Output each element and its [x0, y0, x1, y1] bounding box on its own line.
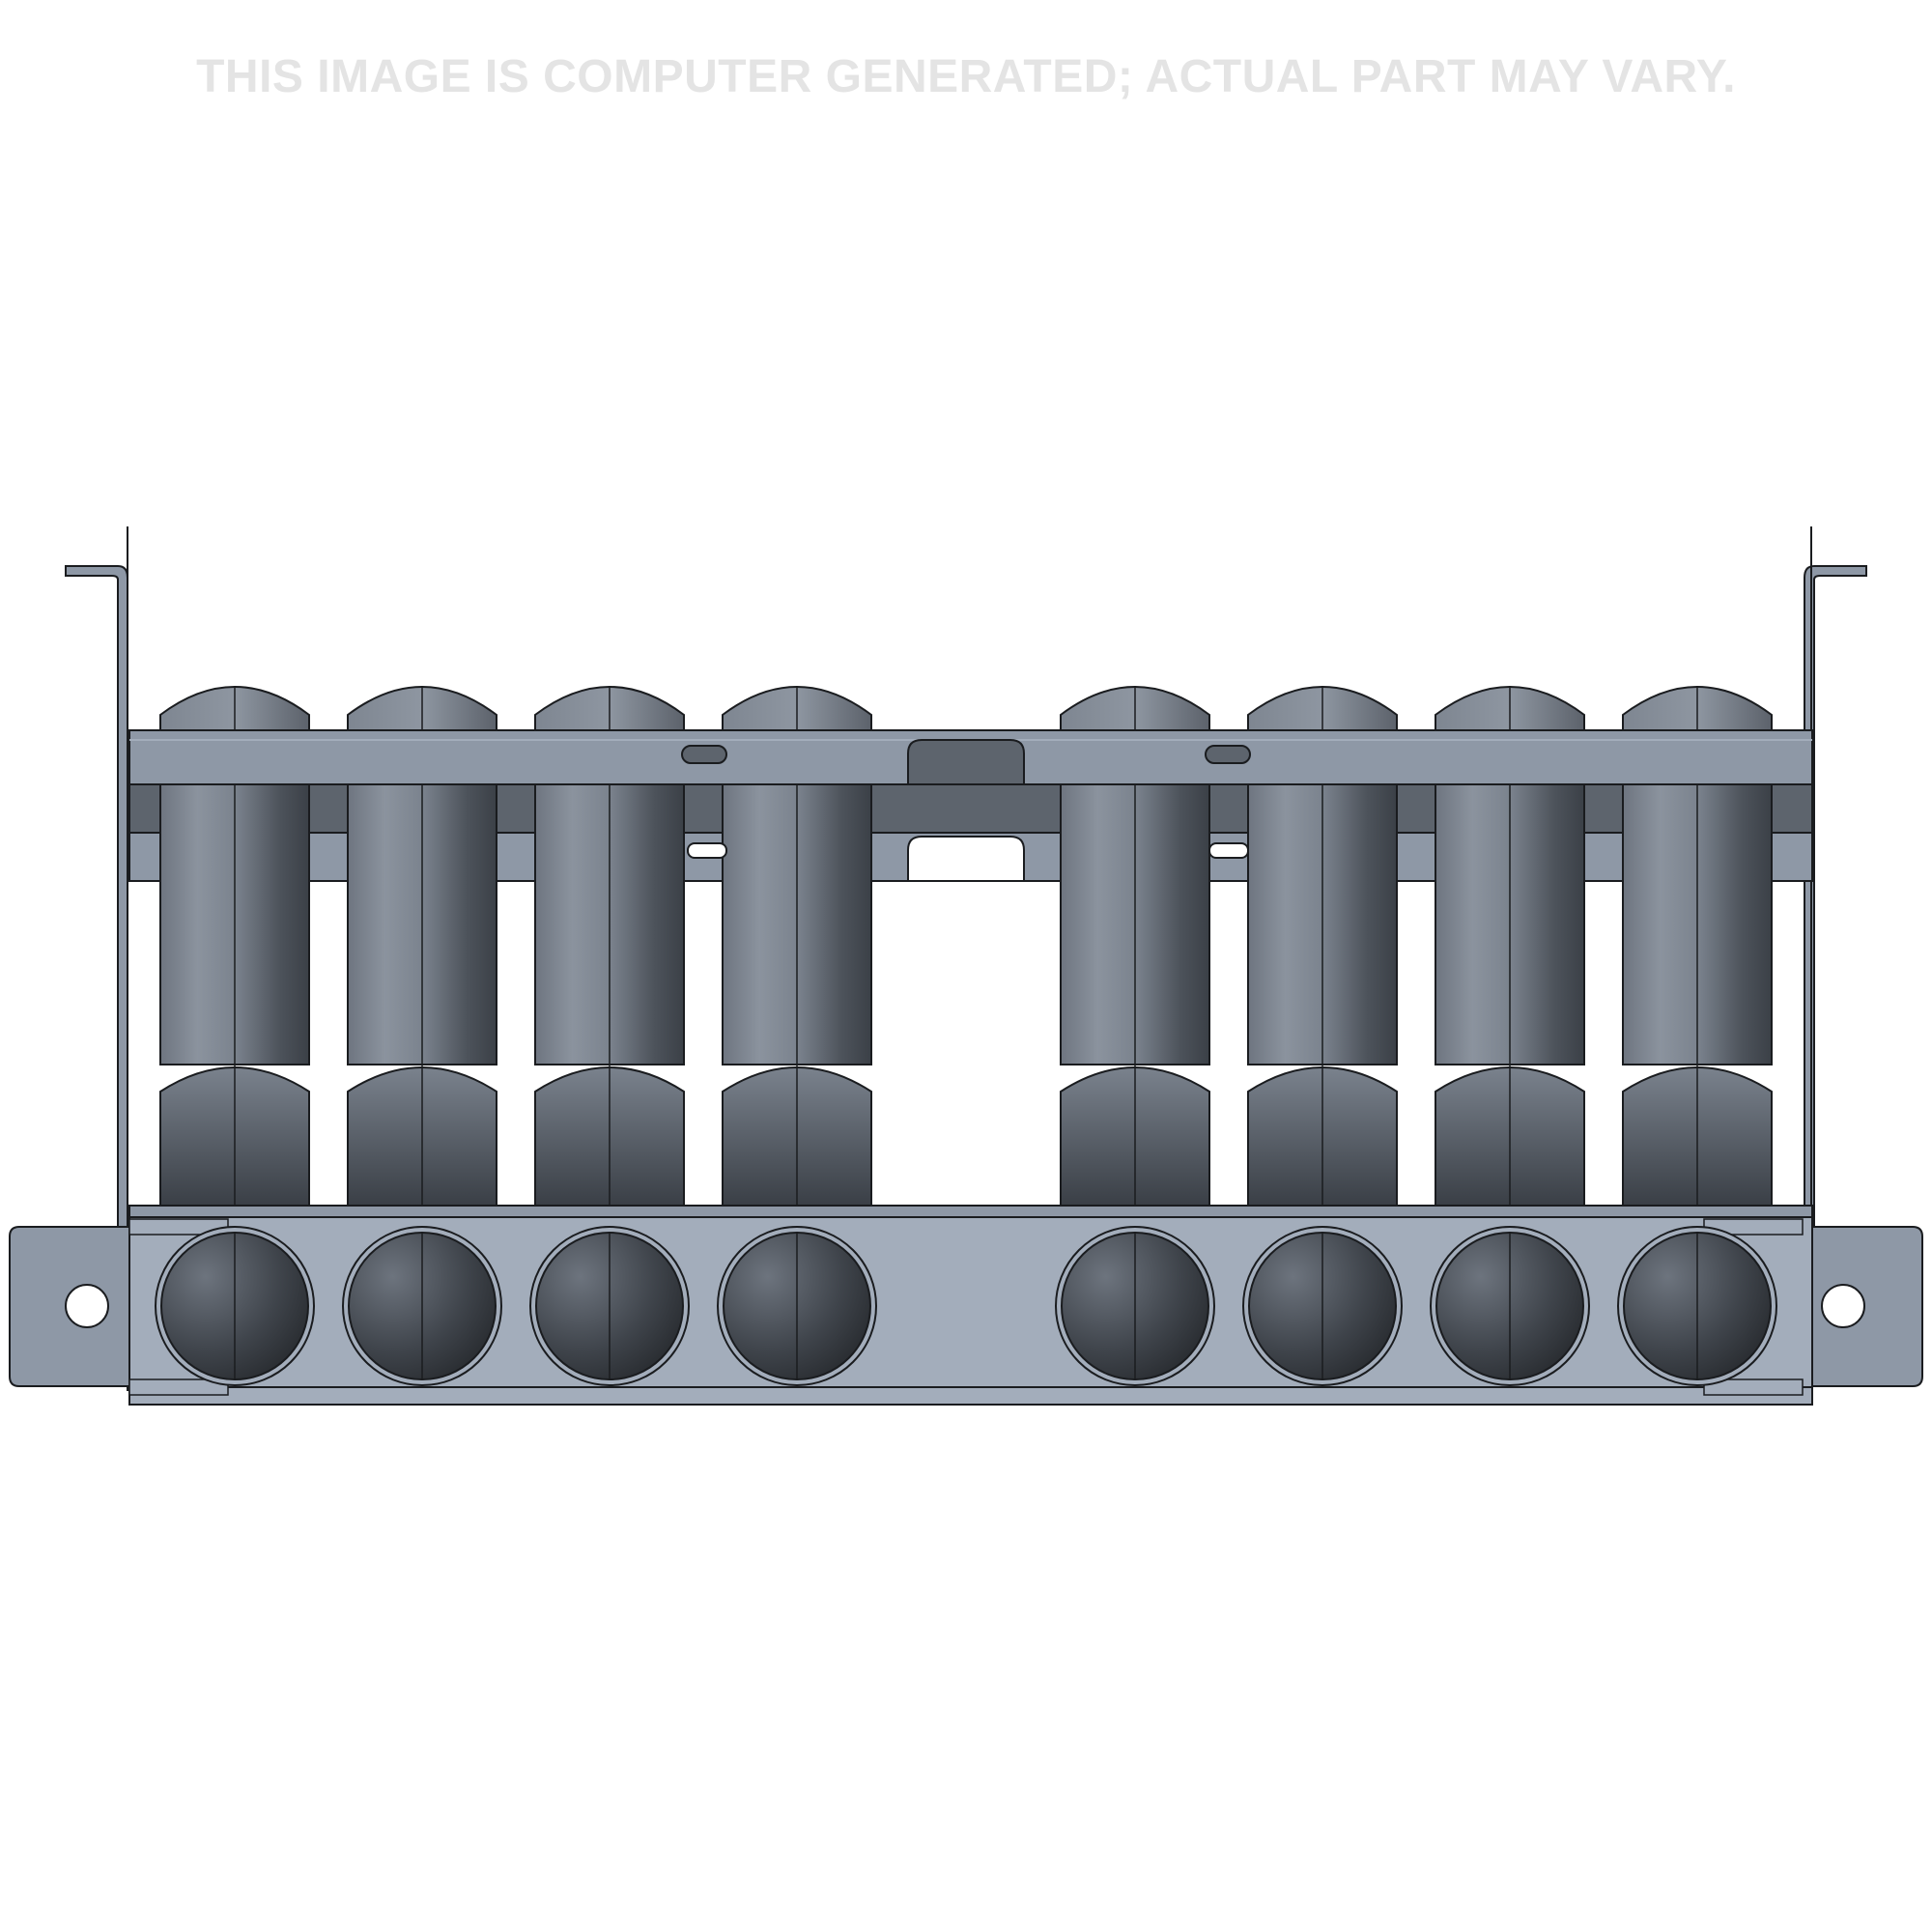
tube	[1060, 686, 1210, 1207]
tube	[534, 686, 685, 1207]
tube-opening	[1617, 1226, 1777, 1386]
tube	[722, 686, 872, 1207]
tube-opening	[155, 1226, 315, 1386]
tube-opening	[1055, 1226, 1215, 1386]
tube	[1435, 686, 1585, 1207]
tube	[1622, 686, 1773, 1207]
tube-opening	[342, 1226, 502, 1386]
mounting-slot	[681, 745, 727, 764]
hole-group	[155, 1226, 1777, 1386]
tube	[347, 686, 497, 1207]
tube-opening	[1242, 1226, 1403, 1386]
tube-opening	[529, 1226, 690, 1386]
left-mount-hole	[65, 1284, 109, 1328]
mounting-slot	[1205, 745, 1251, 764]
tube-group	[159, 686, 1773, 1207]
tube	[1247, 686, 1398, 1207]
tube	[159, 686, 310, 1207]
upper-front-bar	[128, 729, 1813, 882]
disclaimer-text: THIS IMAGE IS COMPUTER GENERATED; ACTUAL…	[196, 51, 1736, 102]
tube-opening	[717, 1226, 877, 1386]
right-mount-hole	[1821, 1284, 1865, 1328]
tube-opening	[1430, 1226, 1590, 1386]
